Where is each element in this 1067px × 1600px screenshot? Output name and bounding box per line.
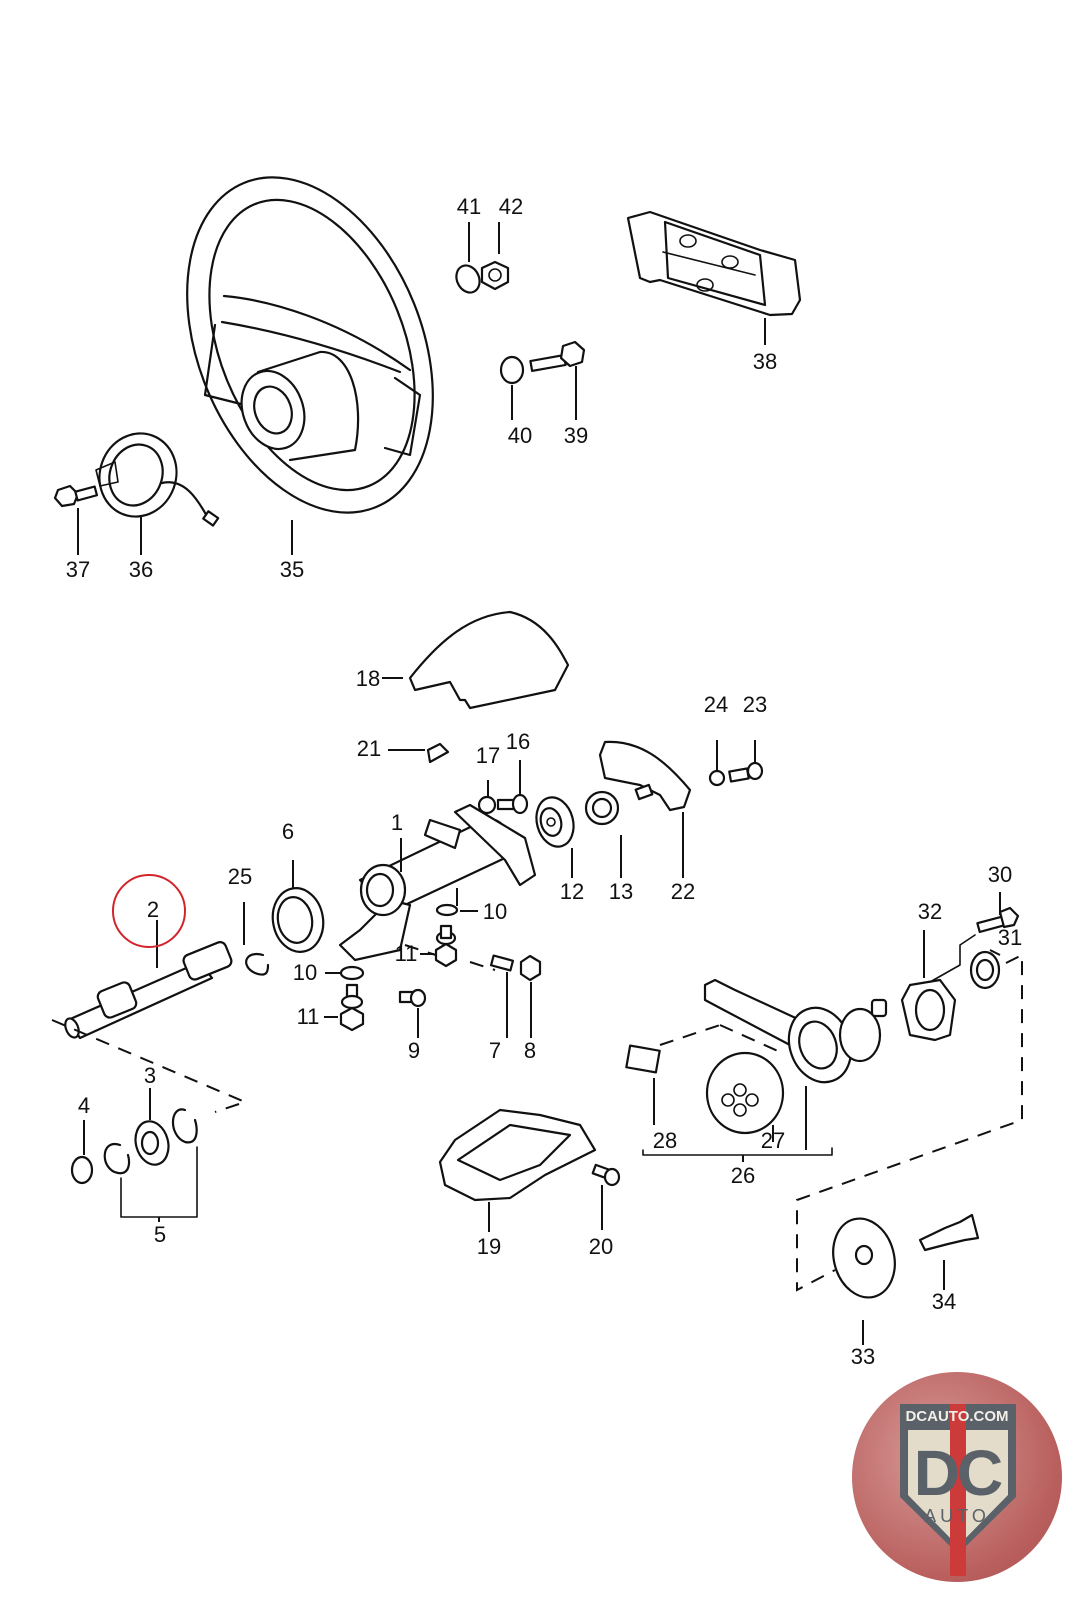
contact-ring-part-36 [95,432,220,555]
bearing-part-12 [535,796,575,878]
part-label-2[interactable]: 2 [146,897,160,922]
lock-cover-key-parts-33-34 [832,1213,980,1345]
part-label-13[interactable]: 13 [608,879,634,904]
cancel-cam-part-22 [598,740,692,878]
washer-screw-parts-23-24 [708,740,764,787]
column-tube-part-1 [338,803,537,971]
washer-nut-parts-41-42 [455,222,510,294]
part-label-22[interactable]: 22 [670,879,696,904]
clip-part-21 [388,742,450,764]
part-label-41[interactable]: 41 [456,194,482,219]
part-label-42[interactable]: 42 [498,194,524,219]
part-label-32[interactable]: 32 [917,899,943,924]
part-label-24[interactable]: 24 [703,692,729,717]
highlight-circle-part-2 [112,874,186,948]
bolt-stud-nut-parts-7-8-9 [398,954,542,1038]
part-label-21[interactable]: 21 [356,736,382,761]
part-label-35[interactable]: 35 [279,557,305,582]
part-label-20[interactable]: 20 [588,1234,614,1259]
logo-sub-text: AUTO [924,1506,990,1526]
part-label-9[interactable]: 9 [407,1038,421,1063]
part-label-34[interactable]: 34 [931,1289,957,1314]
flange-screw-seal-parts-30-31-32 [796,892,1023,1292]
part-label-36[interactable]: 36 [128,557,154,582]
screw-part-20 [591,1163,621,1230]
part-label-31[interactable]: 31 [997,925,1023,950]
part-label-19[interactable]: 19 [476,1234,502,1259]
part-label-5[interactable]: 5 [153,1222,167,1247]
part-label-18[interactable]: 18 [355,666,381,691]
part-label-8[interactable]: 8 [523,1038,537,1063]
part-label-28[interactable]: 28 [652,1128,678,1153]
circlip-part-25 [243,902,270,976]
part-label-17[interactable]: 17 [475,743,501,768]
part-label-4[interactable]: 4 [77,1093,91,1118]
part-label-11-lower[interactable]: 11 [296,1004,320,1029]
dcauto-watermark-logo: DCAUTO.COM DC AUTO [852,1372,1062,1582]
washer-screw-parts-16-17 [477,760,529,815]
star-washer-part-13 [584,790,622,878]
logo-brand-text: DC [913,1437,1003,1509]
spacer-bolt-parts-39-40 [499,340,586,420]
part-label-1[interactable]: 1 [390,810,404,835]
part-label-6[interactable]: 6 [281,819,295,844]
part-label-10-upper[interactable]: 10 [482,899,508,924]
horn-pad-part-38 [626,210,802,345]
part-label-27[interactable]: 27 [760,1128,786,1153]
part-label-11-upper[interactable]: 11 [394,941,418,966]
part-label-37[interactable]: 37 [65,557,91,582]
washer-bolt-parts-10-11 [324,903,478,1032]
logo-stripe [950,1404,966,1576]
part-label-30[interactable]: 30 [987,862,1013,887]
part-label-12[interactable]: 12 [559,879,585,904]
part-label-38[interactable]: 38 [752,349,778,374]
bearing-circlip-parts-3-4-5 [70,1088,198,1222]
logo-url-text: DCAUTO.COM [905,1408,1009,1425]
seal-ring-part-6 [271,860,325,953]
part-label-25[interactable]: 25 [227,864,253,889]
part-label-16[interactable]: 16 [505,729,531,754]
part-label-10-lower[interactable]: 10 [292,960,318,985]
bolt-part-37 [53,484,99,555]
upper-shroud-part-18 [382,610,570,710]
part-label-33[interactable]: 33 [850,1344,876,1369]
steering-wheel-part-35 [186,176,434,555]
part-label-7[interactable]: 7 [488,1038,502,1063]
part-label-23[interactable]: 23 [742,692,768,717]
part-label-26[interactable]: 26 [730,1163,756,1188]
part-label-39[interactable]: 39 [563,423,589,448]
part-label-3[interactable]: 3 [143,1063,157,1088]
ignition-lock-parts-26-27-28 [625,978,888,1162]
lower-shroud-part-19 [438,1108,597,1232]
part-label-40[interactable]: 40 [507,423,533,448]
